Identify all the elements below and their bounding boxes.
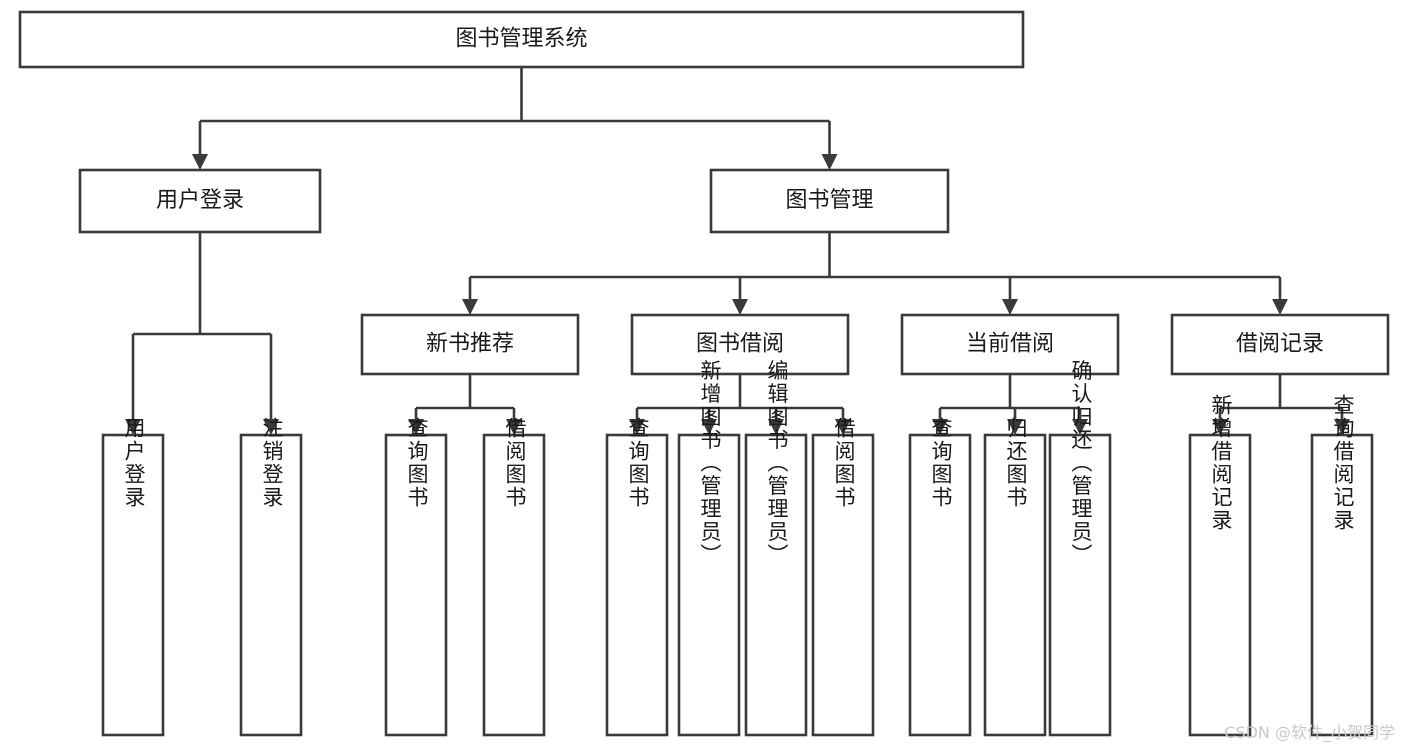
arrowhead-icon [1072, 419, 1088, 435]
node-box[interactable] [983, 433, 1047, 737]
node-box[interactable] [900, 313, 1120, 376]
node-box[interactable] [78, 168, 322, 234]
node-label: 编辑图书（管理员） [765, 360, 789, 567]
node-label: 查询图书 [405, 417, 429, 509]
node-leaf-5[interactable]: 新增图书（管理员） [677, 360, 741, 737]
node-label: 查询图书 [626, 417, 650, 509]
node-leaf-12[interactable]: 查询借阅记录 [1310, 394, 1374, 737]
node-label: 用户登录 [122, 417, 146, 509]
node-box[interactable] [1170, 313, 1390, 376]
node-leaf-2[interactable]: 查询图书 [384, 417, 448, 737]
node-level3-0[interactable]: 新书推荐 [360, 313, 580, 376]
node-label: 归还图书 [1004, 417, 1028, 509]
node-leaf-11[interactable]: 新增借阅记录 [1188, 394, 1252, 737]
node-box[interactable] [101, 433, 165, 737]
arrowhead-icon [932, 419, 948, 435]
node-level2-0[interactable]: 用户登录 [78, 168, 322, 234]
node-label: 图书借阅 [696, 332, 784, 357]
arrowhead-icon [263, 419, 279, 435]
arrowhead-icon [1272, 299, 1288, 315]
arrowhead-icon [821, 154, 838, 170]
node-level3-3[interactable]: 借阅记录 [1170, 313, 1390, 376]
arrowhead-icon [506, 419, 522, 435]
node-box[interactable] [908, 433, 972, 737]
arrowhead-icon [125, 419, 141, 435]
node-label: 确认归还（管理员） [1069, 360, 1093, 567]
node-box[interactable] [1310, 433, 1374, 737]
arrowhead-icon [1212, 419, 1228, 435]
node-box[interactable] [630, 313, 850, 376]
node-leaf-3[interactable]: 借阅图书 [482, 417, 546, 737]
node-leaf-6[interactable]: 编辑图书（管理员） [744, 360, 808, 737]
node-leaf-9[interactable]: 归还图书 [983, 417, 1047, 737]
node-leaf-8[interactable]: 查询图书 [908, 417, 972, 737]
node-box[interactable] [239, 433, 303, 737]
arrowhead-icon [629, 419, 645, 435]
node-box[interactable] [709, 168, 950, 234]
node-box[interactable] [18, 10, 1025, 69]
node-box[interactable] [744, 433, 808, 737]
node-box[interactable] [605, 433, 669, 737]
node-box[interactable] [1188, 433, 1252, 737]
node-leaf-4[interactable]: 查询图书 [605, 417, 669, 737]
node-box[interactable] [360, 313, 580, 376]
arrowhead-icon [701, 419, 717, 435]
node-box[interactable] [677, 433, 741, 737]
arrowhead-icon [192, 154, 208, 170]
arrowhead-icon [732, 299, 748, 315]
node-box[interactable] [811, 433, 875, 737]
arrowhead-icon [1334, 419, 1350, 435]
node-label: 新增借阅记录 [1209, 394, 1233, 532]
node-label: 借阅图书 [832, 417, 856, 509]
node-label: 借阅图书 [503, 417, 527, 509]
node-box[interactable] [384, 433, 448, 737]
node-root-0[interactable]: 图书管理系统 [18, 10, 1025, 69]
arrowhead-icon [462, 299, 478, 315]
node-label: 当前借阅 [966, 332, 1054, 357]
node-leaf-0[interactable]: 用户登录 [101, 417, 165, 737]
node-level3-1[interactable]: 图书借阅 [630, 313, 850, 376]
node-label: 查询借阅记录 [1331, 394, 1355, 532]
node-box[interactable] [482, 433, 546, 737]
node-label: 查询图书 [929, 417, 953, 509]
arrowhead-icon [1002, 299, 1018, 315]
node-label: 用户登录 [156, 188, 244, 213]
node-label: 新书推荐 [426, 332, 514, 357]
node-leaf-7[interactable]: 借阅图书 [811, 417, 875, 737]
node-label: 图书管理 [785, 188, 873, 213]
node-label: 注销登录 [260, 417, 284, 509]
arrowhead-icon [835, 419, 851, 435]
arrowhead-icon [1007, 419, 1023, 435]
node-label: 图书管理系统 [455, 27, 587, 52]
arrowhead-icon [768, 419, 784, 435]
node-label: 新增图书（管理员） [698, 360, 722, 567]
node-box[interactable] [1048, 433, 1112, 737]
node-level3-2[interactable]: 当前借阅 [900, 313, 1120, 376]
node-level2-1[interactable]: 图书管理 [709, 168, 950, 234]
node-leaf-10[interactable]: 确认归还（管理员） [1048, 360, 1112, 737]
node-leaf-1[interactable]: 注销登录 [239, 417, 303, 737]
arrowhead-icon [408, 419, 424, 435]
node-label: 借阅记录 [1236, 332, 1324, 357]
